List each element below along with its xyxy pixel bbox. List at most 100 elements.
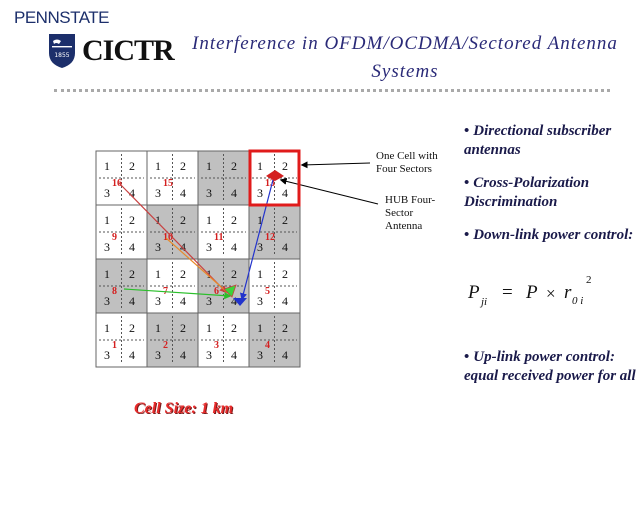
sector-label: 1 xyxy=(257,321,263,335)
sector-label: 2 xyxy=(231,321,237,335)
sector-label: 1 xyxy=(104,321,110,335)
sector-label: 4 xyxy=(129,186,135,200)
sector-label: 4 xyxy=(180,186,186,200)
sector-label: 3 xyxy=(104,294,110,308)
sector-label: 3 xyxy=(155,186,161,200)
sector-label: 4 xyxy=(282,294,288,308)
sector-label: 3 xyxy=(206,294,212,308)
sector-label: 2 xyxy=(129,321,135,335)
pointer-line-one-cell xyxy=(300,161,371,169)
sector-label: 4 xyxy=(282,186,288,200)
cell-number: 16 xyxy=(112,178,122,189)
bullet-cross-polarization: •Cross-Polarization Discrimination xyxy=(464,175,590,210)
sector-label: 3 xyxy=(206,186,212,200)
subscriber-receiver-icon xyxy=(233,298,247,306)
cictr-logo-text: CICTR xyxy=(82,34,175,67)
title-line-1: Interference in OFDM/OCDMA/Sectored Ante… xyxy=(192,33,618,54)
sector-label: 1 xyxy=(206,159,212,173)
formula-exponent: 2 xyxy=(586,274,592,286)
sector-label: 3 xyxy=(104,348,110,362)
power-control-formula: P ji = P × r 0 i 2 xyxy=(468,274,628,314)
sector-label: 2 xyxy=(180,267,186,281)
hub-antenna-label: HUB Four-Sector Antenna xyxy=(385,194,436,232)
sector-label: 4 xyxy=(231,348,237,362)
sector-label: 2 xyxy=(129,213,135,227)
sector-label: 3 xyxy=(104,186,110,200)
sector-label: 4 xyxy=(180,348,186,362)
slide-title: Interference in OFDM/OCDMA/Sectored Ante… xyxy=(176,30,634,86)
pointer-line-hub xyxy=(279,177,379,205)
sector-label: 1 xyxy=(155,321,161,335)
sector-label: 3 xyxy=(206,240,212,254)
sector-label: 3 xyxy=(206,348,212,362)
cell-number: 2 xyxy=(163,340,168,351)
one-cell-highlight xyxy=(248,149,301,207)
sector-label: 3 xyxy=(155,348,161,362)
cell-number: 3 xyxy=(214,340,219,351)
pennstate-shield-icon: 1855 xyxy=(49,34,75,68)
bullet-dot-icon: • xyxy=(464,123,470,139)
sector-label: 4 xyxy=(282,240,288,254)
cell-number: 5 xyxy=(265,286,270,297)
sector-label: 2 xyxy=(231,159,237,173)
sector-label: 3 xyxy=(257,348,263,362)
sector-label: 1 xyxy=(257,213,263,227)
cell-size-label: Cell Size: 1 km xyxy=(134,400,234,417)
sector-label: 1 xyxy=(206,321,212,335)
sector-label: 3 xyxy=(104,240,110,254)
sector-label: 2 xyxy=(282,267,288,281)
bullet-directional-antennas: •Directional subscriber antennas xyxy=(464,123,612,158)
sector-label: 1 xyxy=(104,159,110,173)
sector-label: 4 xyxy=(231,294,237,308)
sector-label: 4 xyxy=(180,294,186,308)
sector-label: 4 xyxy=(129,240,135,254)
title-divider xyxy=(54,89,610,92)
sector-label: 1 xyxy=(104,267,110,281)
cell-number: 10 xyxy=(163,232,173,243)
formula-r: r xyxy=(564,282,572,303)
formula-lhs-sub: ji xyxy=(481,296,488,308)
formula-times: × xyxy=(546,284,556,303)
sector-label: 4 xyxy=(282,348,288,362)
cell-number: 11 xyxy=(214,232,223,243)
interference-path-10 xyxy=(165,237,229,294)
sector-label: 4 xyxy=(231,186,237,200)
one-cell-label: One Cell with Four Sectors xyxy=(376,150,438,175)
bullet-uplink-power: •Up-link power control: equal received p… xyxy=(464,349,636,384)
sector-label: 3 xyxy=(257,186,263,200)
sector-label: 1 xyxy=(155,213,161,227)
title-line-2: Systems xyxy=(371,61,439,82)
sector-label: 4 xyxy=(129,348,135,362)
sector-label: 2 xyxy=(129,159,135,173)
sector-label: 1 xyxy=(257,159,263,173)
sector-label: 1 xyxy=(104,213,110,227)
sector-label: 2 xyxy=(129,267,135,281)
sector-label: 3 xyxy=(257,294,263,308)
formula-r-sub: 0 i xyxy=(572,295,584,307)
interference-path-16 xyxy=(117,181,228,294)
downlink-path-hub xyxy=(239,175,275,301)
hub-antenna-icon xyxy=(266,170,284,181)
bullet-dot-icon: • xyxy=(464,227,470,243)
pennstate-logo-text: PENNSTATE xyxy=(14,8,110,27)
sector-label: 3 xyxy=(155,294,161,308)
sector-label: 1 xyxy=(206,213,212,227)
cell-number: 9 xyxy=(112,232,117,243)
sector-label: 2 xyxy=(231,213,237,227)
sector-label: 2 xyxy=(231,267,237,281)
sector-label: 2 xyxy=(180,213,186,227)
sector-label: 2 xyxy=(282,321,288,335)
sector-label: 3 xyxy=(257,240,263,254)
cell-number: 4 xyxy=(265,340,270,351)
cell-number: 6 xyxy=(214,286,219,297)
sector-label: 2 xyxy=(282,213,288,227)
sector-label: 2 xyxy=(282,159,288,173)
cell-number: 8 xyxy=(112,286,117,297)
cell-number: 15 xyxy=(163,178,173,189)
interference-path-8 xyxy=(123,288,232,300)
sector-label: 2 xyxy=(180,321,186,335)
cell-number: 12 xyxy=(265,232,275,243)
bullet-dot-icon: • xyxy=(464,175,470,191)
sector-label: 4 xyxy=(231,240,237,254)
